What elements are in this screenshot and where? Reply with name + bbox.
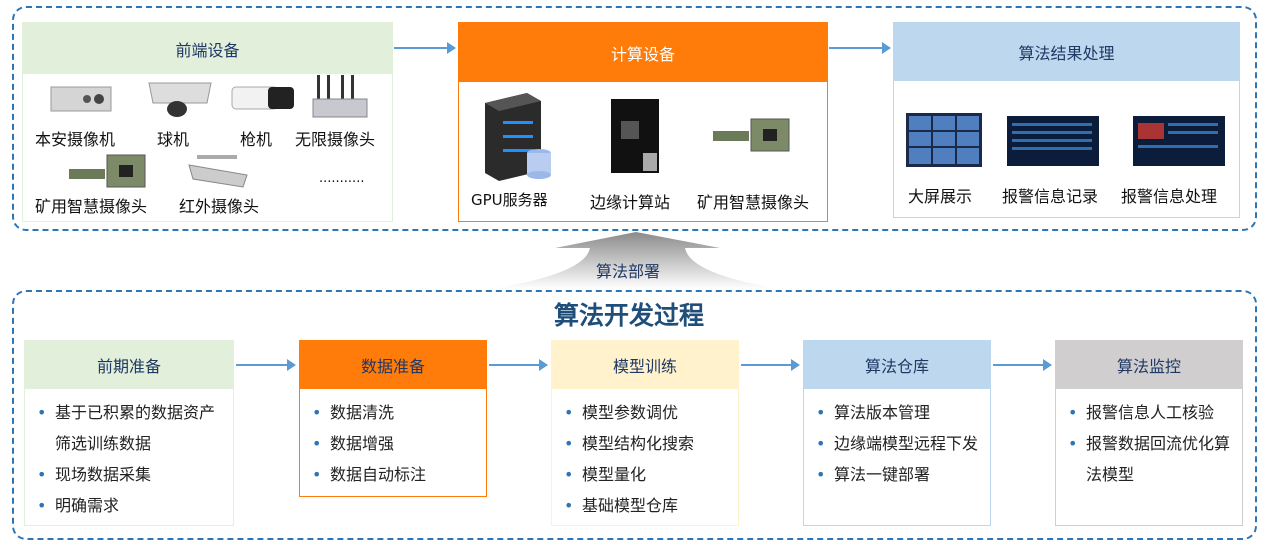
device-label: 球机 — [157, 130, 190, 149]
stage-item: 报警信息人工核验 — [1066, 397, 1236, 428]
mining-camera-icon — [713, 118, 790, 152]
edge-station-icon — [611, 99, 659, 173]
result-label: 大屏展示 — [908, 187, 973, 206]
stage-item: 基于已积累的数据资产筛选训练数据 — [35, 397, 227, 459]
intrinsic-safe-camera-icon — [50, 86, 112, 112]
deploy-label: 算法部署 — [596, 262, 661, 281]
bullet-camera-icon — [231, 86, 294, 110]
compute-device-label: GPU服务器 — [471, 191, 548, 209]
front-end-panel: 前端设备 本安摄像机 球机 枪机 无限摄像头 ........... 矿用智慧摄… — [22, 22, 393, 222]
dome-camera-icon — [148, 82, 212, 117]
results-title: 算法结果处理 — [894, 23, 1239, 81]
device-label: 矿用智慧摄像头 — [35, 197, 148, 216]
stage-title: 算法监控 — [1056, 341, 1242, 389]
result-label: 报警信息记录 — [1002, 187, 1099, 206]
stage-data-prep: 数据准备 数据清洗数据增强数据自动标注 — [299, 340, 487, 497]
stage-item: 报警数据回流优化算法模型 — [1066, 428, 1236, 490]
stage-item: 数据清洗 — [310, 397, 480, 428]
stage-item: 模型量化 — [562, 459, 732, 490]
front-end-title: 前端设备 — [23, 23, 392, 74]
flow-arrow — [993, 359, 1052, 371]
flow-arrow — [489, 359, 548, 371]
stage-item: 基础模型仓库 — [562, 490, 732, 521]
stage-item: 边缘端模型远程下发 — [814, 428, 984, 459]
result-label: 报警信息处理 — [1121, 187, 1218, 206]
stage-title: 数据准备 — [300, 341, 486, 389]
flow-arrow — [829, 42, 891, 54]
stage-preparation: 前期准备 基于已积累的数据资产筛选训练数据现场数据采集明确需求 — [24, 340, 234, 526]
stage-item: 现场数据采集 — [35, 459, 227, 490]
stage-title: 算法仓库 — [804, 341, 990, 389]
deployment-group — [12, 6, 1257, 231]
flow-arrow — [236, 359, 296, 371]
stage-item: 算法版本管理 — [814, 397, 984, 428]
stage-repository: 算法仓库 算法版本管理边缘端模型远程下发算法一键部署 — [803, 340, 991, 526]
flow-arrow — [741, 359, 800, 371]
stage-monitoring: 算法监控 报警信息人工核验报警数据回流优化算法模型 — [1055, 340, 1243, 526]
device-label: 枪机 — [240, 130, 273, 149]
deploy-arrow — [490, 232, 780, 289]
stage-item: 明确需求 — [35, 490, 227, 521]
flow-arrow — [394, 42, 456, 54]
mining-camera-icon — [69, 154, 146, 188]
more-devices: ........... — [319, 171, 365, 186]
infrared-camera-icon — [188, 155, 248, 188]
device-label: 红外摄像头 — [179, 197, 260, 216]
alarm-record-screen-icon — [1007, 116, 1099, 166]
stage-training: 模型训练 模型参数调优模型结构化搜索模型量化基础模型仓库 — [551, 340, 739, 526]
compute-title: 计算设备 — [459, 23, 827, 82]
device-label: 本安摄像机 — [35, 130, 116, 149]
process-title: 算法开发过程 — [554, 301, 705, 330]
alarm-handling-screen-icon — [1133, 116, 1225, 166]
device-label: 无限摄像头 — [295, 130, 376, 149]
compute-device-label: 矿用智慧摄像头 — [697, 193, 810, 212]
stage-item: 模型结构化搜索 — [562, 428, 732, 459]
gpu-server-icon — [485, 93, 551, 181]
big-screen-icon — [906, 113, 982, 167]
stage-item: 数据增强 — [310, 428, 480, 459]
results-panel: 算法结果处理 大屏展示 报警信息记录 报警信息处理 — [893, 22, 1240, 218]
stage-item: 模型参数调优 — [562, 397, 732, 428]
stage-title: 模型训练 — [552, 341, 738, 389]
stage-item: 数据自动标注 — [310, 459, 480, 490]
compute-device-label: 边缘计算站 — [590, 193, 671, 212]
wireless-camera-icon — [312, 75, 368, 118]
compute-panel: 计算设备 GPU服务器 边缘计算站 矿用智慧摄像头 — [458, 22, 828, 222]
stage-item: 算法一键部署 — [814, 459, 984, 490]
development-group — [12, 290, 1257, 540]
stage-title: 前期准备 — [25, 341, 233, 389]
